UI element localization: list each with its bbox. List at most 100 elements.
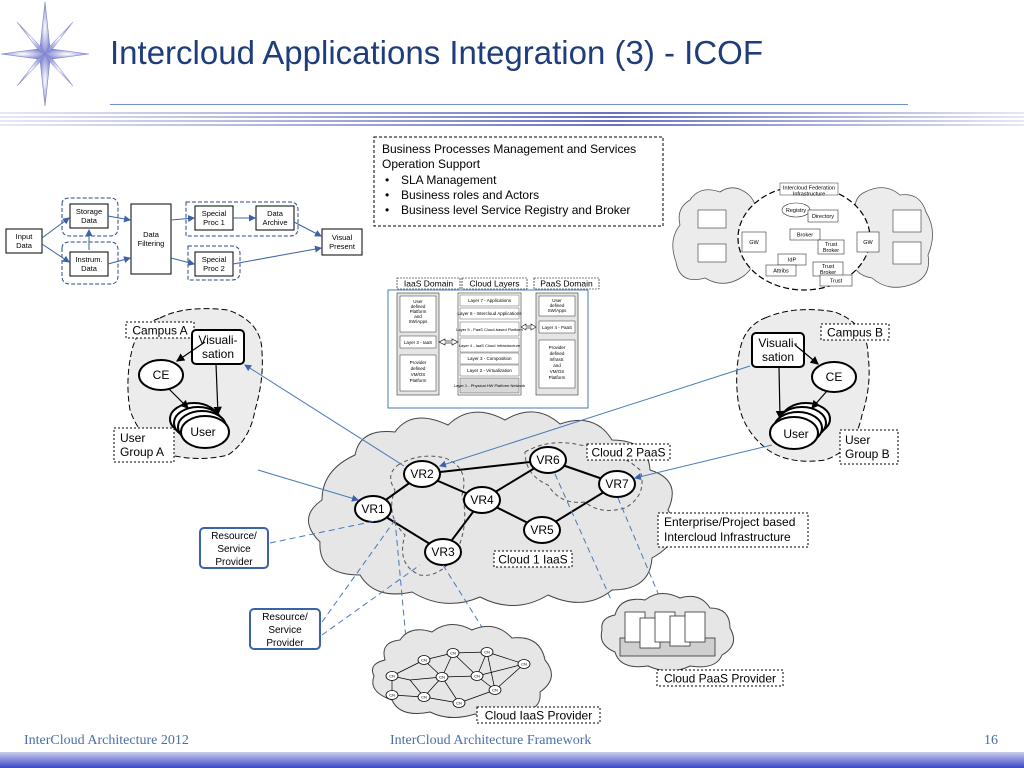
svg-text:Filtering: Filtering [138, 239, 165, 248]
svg-text:CN: CN [439, 675, 445, 680]
svg-text:PaaS Domain: PaaS Domain [540, 279, 593, 289]
svg-text:CN: CN [492, 688, 498, 693]
svg-text:Service: Service [268, 625, 302, 636]
svg-text:Attribs: Attribs [773, 269, 789, 275]
svg-text:Platform: Platform [410, 309, 427, 314]
svg-text:defined: defined [550, 351, 565, 356]
svg-text:Group B: Group B [845, 447, 890, 461]
svg-text:Resource/: Resource/ [211, 531, 257, 542]
svg-text:Intercloud Infrastructure: Intercloud Infrastructure [664, 530, 791, 544]
svg-text:Group A: Group A [120, 445, 164, 459]
business-bullet: SLA Management [401, 173, 497, 187]
svg-text:Layer 4 - PaaS: Layer 4 - PaaS [542, 325, 572, 330]
svg-text:User: User [552, 298, 562, 303]
svg-text:VM/OS: VM/OS [411, 372, 426, 377]
business-line2: Operation Support [382, 157, 481, 171]
footer-left: InterCloud Architecture 2012 [24, 733, 189, 748]
svg-text:Platform: Platform [410, 378, 427, 383]
svg-text:Infrastr.: Infrastr. [549, 357, 564, 362]
svg-text:Layer 3 - IaaS: Layer 3 - IaaS [404, 340, 432, 345]
cloud1-label: Cloud 1 IaaS [498, 553, 567, 567]
svg-text:Platform: Platform [549, 375, 566, 380]
router-vr4: VR4 [470, 493, 494, 507]
svg-text:Layer 1 - Physical HW Platform: Layer 1 - Physical HW Platform Network [454, 383, 525, 388]
svg-text:CE: CE [826, 370, 843, 384]
cloud-iaas-label: Cloud IaaS Provider [485, 709, 592, 723]
svg-text:CN: CN [474, 674, 480, 679]
connection-lines [244, 364, 773, 651]
router-vr1: VR1 [361, 502, 385, 516]
svg-text:Special: Special [202, 255, 227, 264]
svg-text:CN: CN [421, 695, 427, 700]
intercloud-network-cloud: Cloud 2 PaaS Cloud 1 IaaS Enterprise/Pro… [308, 411, 809, 606]
svg-text:Storage: Storage [76, 207, 102, 216]
star-logo-icon [0, 1, 90, 107]
svg-text:GW: GW [749, 240, 759, 246]
svg-text:Proc 1: Proc 1 [203, 218, 225, 227]
svg-text:•: • [385, 173, 389, 187]
svg-text:User: User [783, 427, 808, 441]
svg-text:CN: CN [389, 674, 395, 679]
svg-text:User: User [845, 433, 870, 447]
svg-text:Layer 6 - Intercloud Applicati: Layer 6 - Intercloud Applications [457, 311, 522, 316]
svg-text:Data: Data [16, 241, 33, 250]
svg-text:defined: defined [411, 304, 426, 309]
svg-text:CE: CE [153, 368, 170, 382]
svg-text:Trust: Trust [830, 279, 843, 285]
svg-text:Proc 2: Proc 2 [203, 264, 225, 273]
footer-center: InterCloud Architecture Framework [390, 733, 592, 748]
footer-bar [0, 752, 1024, 768]
cloud-paas-label: Cloud PaaS Provider [664, 672, 776, 686]
svg-text:Broker: Broker [820, 270, 836, 276]
svg-text:Provider: Provider [410, 360, 427, 365]
svg-text:CN: CN [484, 650, 490, 655]
campus-b: Campus B Visuali- sation CE User User Gr… [736, 309, 899, 465]
svg-text:Infrastructure: Infrastructure [793, 192, 825, 198]
svg-text:•: • [385, 203, 389, 217]
resource-providers: Resource/ Service Provider Resource/ Ser… [199, 527, 321, 650]
svg-text:Instrum.: Instrum. [75, 255, 102, 264]
svg-text:IdP: IdP [788, 258, 797, 264]
svg-text:Broker: Broker [797, 233, 813, 239]
svg-text:Resource/: Resource/ [262, 612, 308, 623]
svg-text:•: • [385, 188, 389, 202]
svg-text:Visuali-: Visuali- [758, 336, 797, 350]
svg-text:sation: sation [202, 347, 234, 361]
svg-text:VM/OS: VM/OS [550, 369, 565, 374]
svg-text:Input: Input [16, 232, 34, 241]
svg-text:Data: Data [143, 230, 160, 239]
router-vr2: VR2 [410, 467, 434, 481]
svg-text:Layer 2 - Virtualization: Layer 2 - Virtualization [467, 368, 512, 373]
svg-text:CN: CN [456, 701, 462, 706]
cloud-layers-diagram: IaaS Domain Cloud Layers PaaS Domain Use… [387, 277, 600, 409]
page-number: 16 [984, 733, 998, 748]
header-divider [0, 112, 1024, 126]
intercloud-federation: Intercloud Federation Infrastructure Reg… [672, 182, 933, 291]
svg-text:CN: CN [450, 651, 456, 656]
svg-text:Visuali-: Visuali- [198, 333, 237, 347]
business-line1: Business Processes Management and Servic… [382, 142, 636, 156]
svg-text:Data: Data [81, 264, 98, 273]
svg-text:Enterprise/Project based: Enterprise/Project based [664, 515, 795, 529]
business-processes-box: Business Processes Management and Servic… [373, 136, 664, 227]
svg-text:Present: Present [329, 242, 356, 251]
svg-text:Special: Special [202, 209, 227, 218]
svg-text:IaaS Domain: IaaS Domain [404, 279, 453, 289]
svg-text:SW/Apps: SW/Apps [548, 308, 568, 313]
svg-text:Trust: Trust [825, 242, 838, 248]
svg-text:defined: defined [550, 303, 565, 308]
svg-text:User: User [190, 425, 215, 439]
svg-text:Layer 5 - PaaS Cloud-based Pla: Layer 5 - PaaS Cloud-based Platform [456, 327, 523, 332]
svg-text:Service: Service [217, 544, 251, 555]
cloud2-label: Cloud 2 PaaS [591, 446, 665, 460]
router-vr5: VR5 [530, 523, 554, 537]
svg-text:Data: Data [267, 209, 284, 218]
svg-text:Archive: Archive [262, 218, 287, 227]
svg-text:GW: GW [863, 240, 873, 246]
svg-text:CN: CN [421, 658, 427, 663]
svg-text:sation: sation [762, 350, 794, 364]
campus-a: Campus A Visuali- sation CE User User Gr… [113, 308, 263, 463]
